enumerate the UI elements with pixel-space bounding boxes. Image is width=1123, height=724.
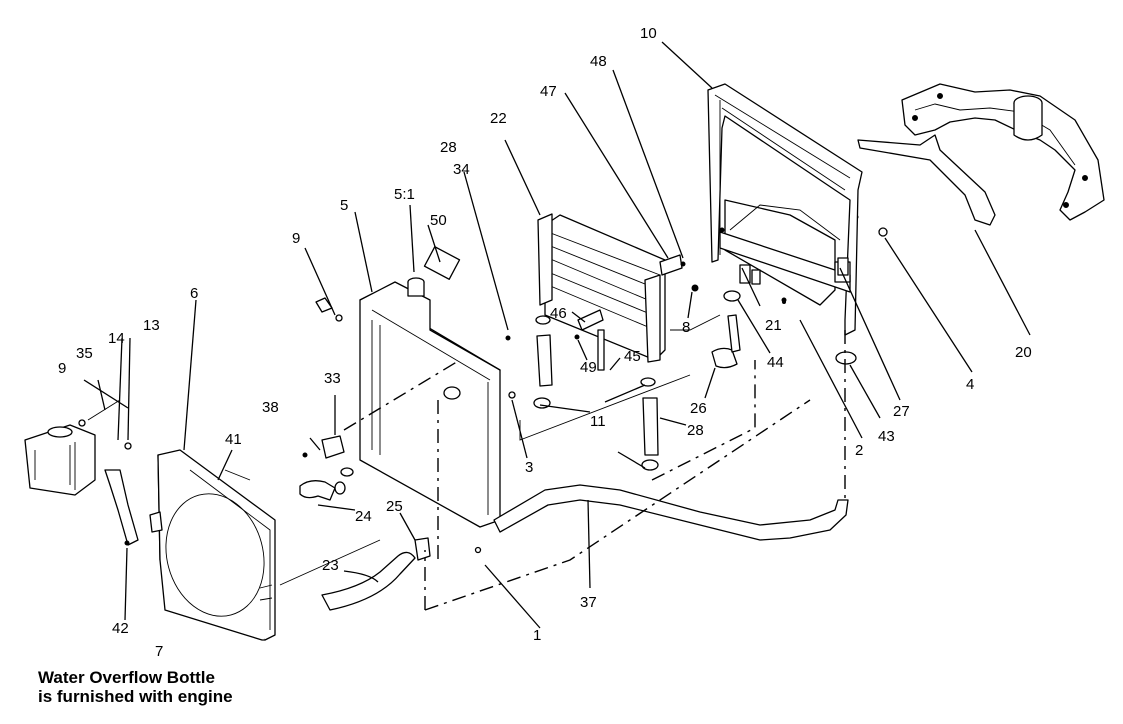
- callout-49: 49: [580, 359, 597, 376]
- overflow-bottle: [24, 424, 163, 546]
- callout-46: 46: [550, 305, 567, 322]
- callout-7: 7: [155, 643, 163, 660]
- oil-cooler: [537, 213, 699, 363]
- assembly-lines: [279, 314, 846, 611]
- callout-3: 3: [525, 459, 533, 476]
- callout-38: 38: [262, 399, 279, 416]
- callout-9-bottle: 9: [58, 360, 66, 377]
- callout-27: 27: [893, 403, 910, 420]
- callout-34: 34: [453, 161, 470, 178]
- callout-5: 5: [340, 197, 348, 214]
- callout-26: 26: [690, 400, 707, 417]
- callout-47: 47: [540, 83, 557, 100]
- callout-8: 8: [682, 319, 690, 336]
- seal-strip: [853, 134, 996, 226]
- callout-37: 37: [580, 594, 597, 611]
- callout-4: 4: [966, 376, 974, 393]
- callout-6: 6: [190, 285, 198, 302]
- callout-14: 14: [108, 330, 125, 347]
- callout-50: 50: [430, 212, 447, 229]
- callout-25: 25: [386, 498, 403, 515]
- callout-10: 10: [640, 25, 657, 42]
- callout-24: 24: [355, 508, 372, 525]
- callout-labels: 1 2 3 4 5 5:1 6 7 8 9 9 10 11 13 14 20 2…: [58, 25, 1032, 660]
- caption-line-1: Water Overflow Bottle: [38, 668, 215, 687]
- callout-41: 41: [225, 431, 242, 448]
- callout-22: 22: [490, 110, 507, 127]
- callout-45: 45: [624, 348, 641, 365]
- caption-note: Water Overflow Bottle is furnished with …: [38, 668, 358, 706]
- callout-21: 21: [765, 317, 782, 334]
- callout-13: 13: [143, 317, 160, 334]
- callout-23: 23: [322, 557, 339, 574]
- callout-28-upper: 28: [440, 139, 457, 156]
- callout-28-lower: 28: [687, 422, 704, 439]
- callout-44: 44: [767, 354, 784, 371]
- callout-35: 35: [76, 345, 93, 362]
- callout-2: 2: [855, 442, 863, 459]
- callout-33: 33: [324, 370, 341, 387]
- callout-20: 20: [1015, 344, 1032, 361]
- mounting-bracket: [901, 83, 1105, 221]
- callout-1: 1: [533, 627, 541, 644]
- fan-guard: [157, 449, 276, 641]
- fan-shroud-frame: [707, 83, 863, 336]
- caption-line-2: is furnished with engine: [38, 687, 233, 706]
- callout-48: 48: [590, 53, 607, 70]
- callout-5-1: 5:1: [394, 186, 415, 203]
- hoses-and-pipes: [299, 257, 857, 611]
- callout-42: 42: [112, 620, 129, 637]
- callout-43: 43: [878, 428, 895, 445]
- leader-lines: [83, 41, 1031, 629]
- callout-11: 11: [590, 413, 606, 430]
- callout-9-radiator: 9: [292, 230, 300, 247]
- radiator: [302, 246, 511, 528]
